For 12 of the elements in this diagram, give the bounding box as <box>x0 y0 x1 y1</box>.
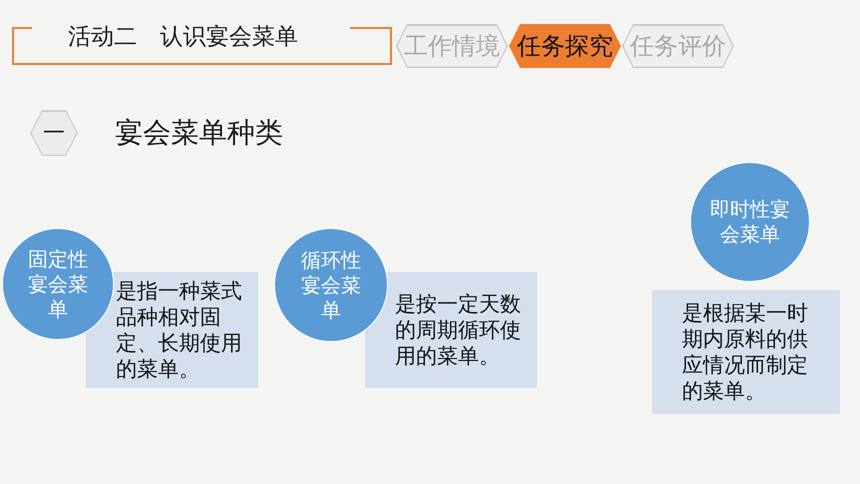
category-circle: 固定性宴会菜单 <box>2 228 114 340</box>
section-heading: 宴会菜单种类 <box>115 116 283 150</box>
definition-panel: 是指一种菜式品种相对固定、长期使用的菜单。 <box>86 272 258 388</box>
definition-panel: 是根据某一时期内原料的供应情况而制定的菜单。 <box>652 290 840 414</box>
category-circle: 即时性宴会菜单 <box>690 162 810 282</box>
category-circle: 循环性宴会菜单 <box>274 228 388 342</box>
activity-title: 活动二 认识宴会菜单 <box>68 23 298 51</box>
active-tab: 任务探究 <box>509 24 621 68</box>
tab: 工作情境 <box>396 24 508 68</box>
definition-panel: 是按一定天数的周期循环使用的菜单。 <box>365 272 537 388</box>
tab: 任务评价 <box>622 24 734 68</box>
section-number: 一 <box>30 110 78 156</box>
